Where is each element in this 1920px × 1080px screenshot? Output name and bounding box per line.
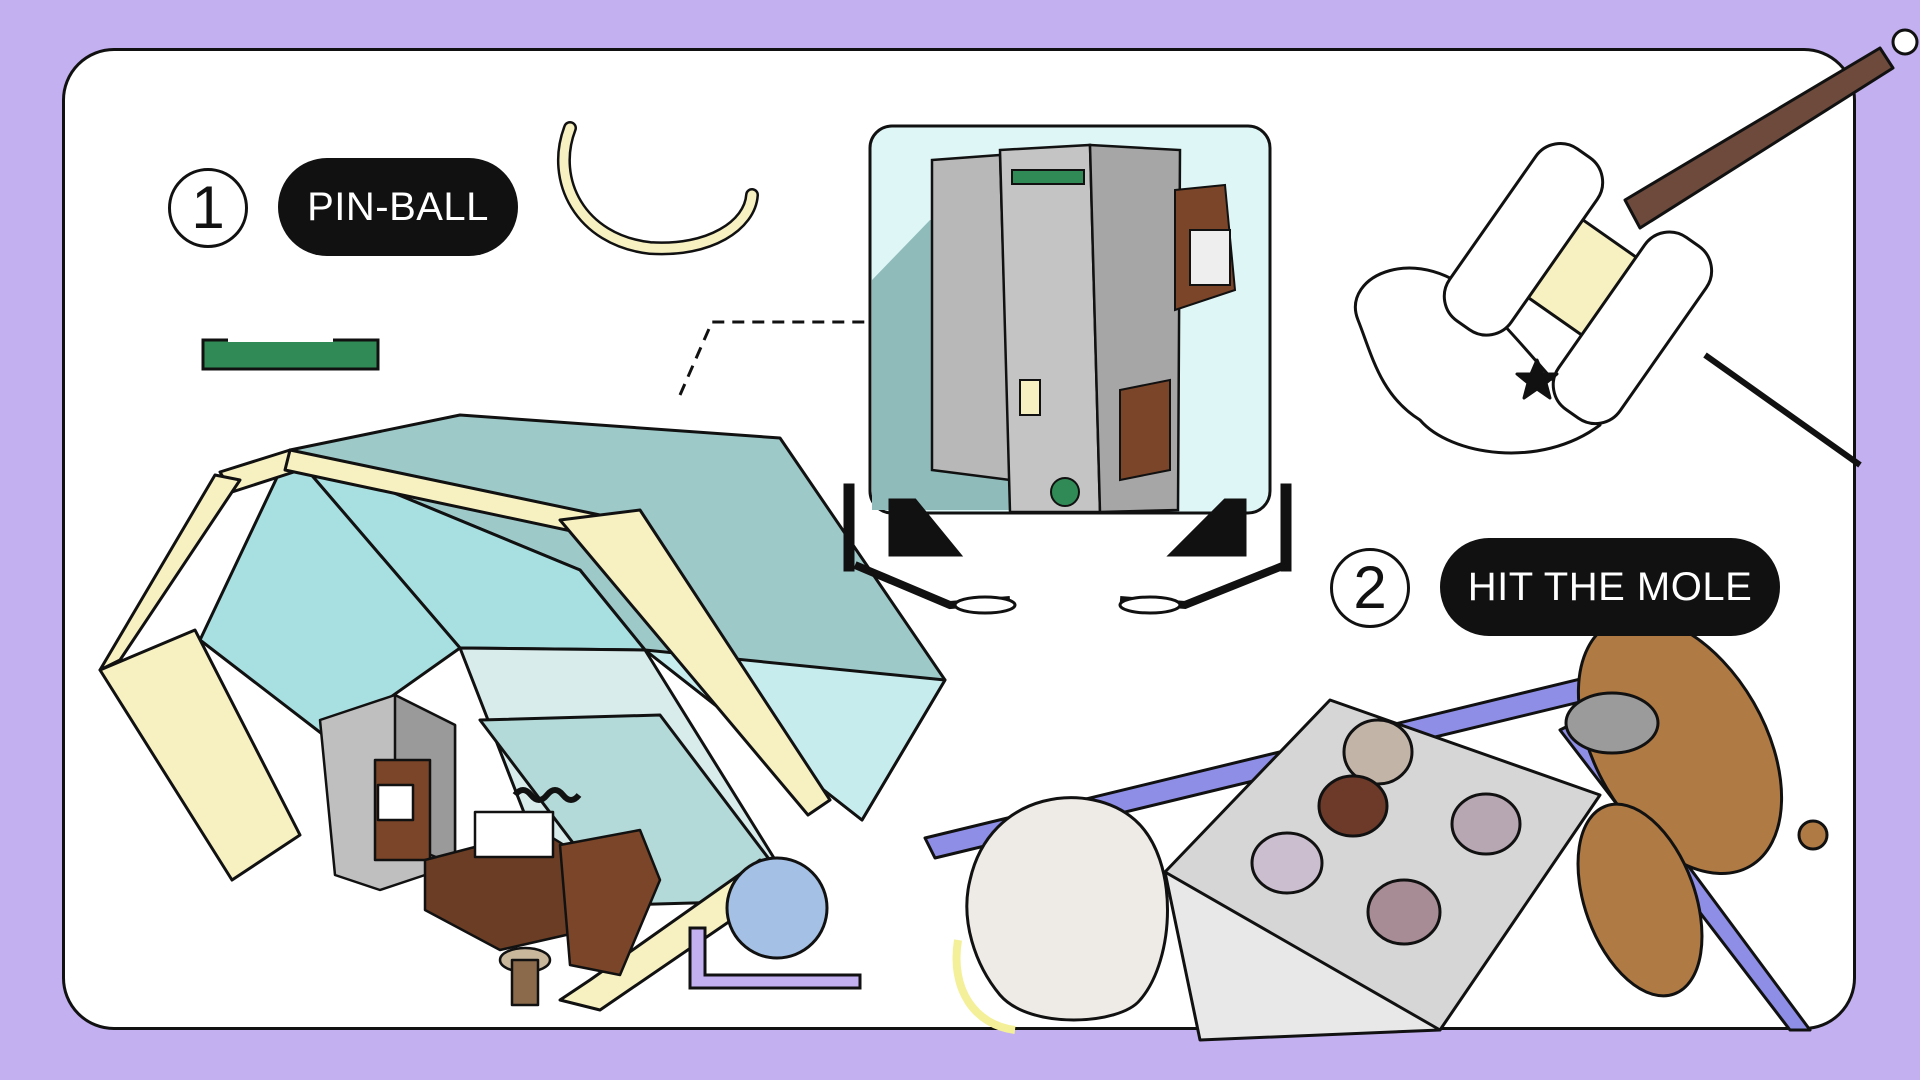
green-bar <box>201 338 380 371</box>
section-number-2: 2 <box>1330 548 1410 628</box>
ball-and-bracket <box>688 856 862 990</box>
arc-decoration <box>556 121 759 256</box>
section-number-1: 1 <box>168 168 248 248</box>
section-label-pinball: PIN-BALL <box>278 158 518 256</box>
mallet-illustration <box>1354 28 1919 468</box>
booth-furniture <box>318 693 662 1007</box>
section-label-hit-the-mole: HIT THE MOLE <box>1440 538 1780 636</box>
flipper-right <box>1118 483 1292 615</box>
flipper-left <box>843 483 1017 615</box>
pinball-inset <box>868 124 1272 515</box>
leader-line <box>678 320 886 396</box>
mole-scene <box>923 615 1829 1042</box>
